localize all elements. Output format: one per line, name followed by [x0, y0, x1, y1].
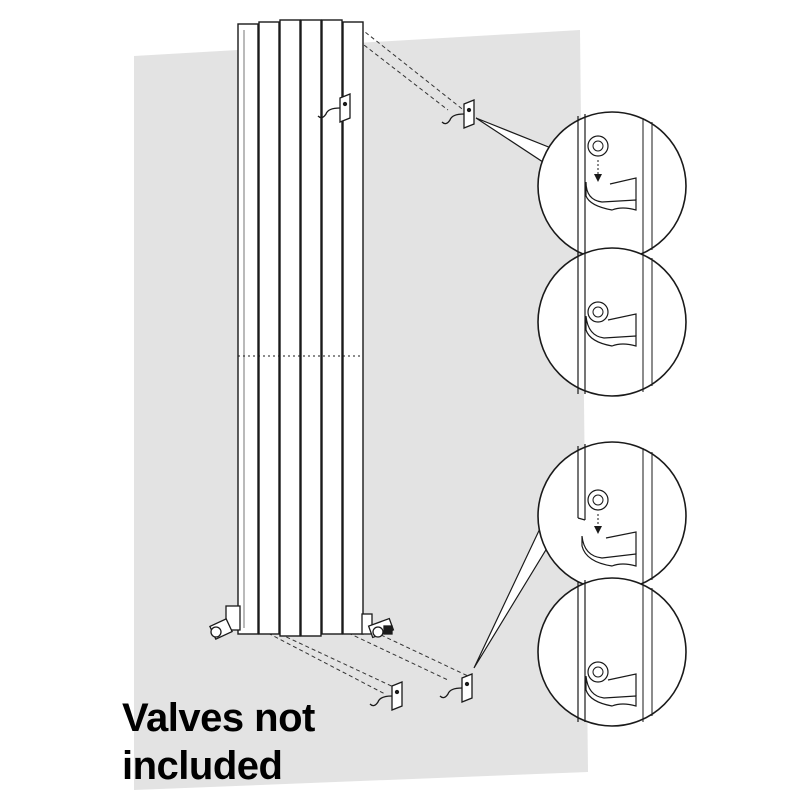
radiator-column-2: [258, 21, 280, 635]
radiator-column-4: [300, 19, 322, 637]
detail-circle-4: [537, 577, 687, 727]
radiator-column-6: [342, 21, 364, 635]
radiator-column-1: [237, 23, 259, 635]
valves-note-line-2: included: [122, 744, 283, 788]
detail-circle-2: [537, 247, 687, 397]
bracket-icon: [439, 673, 473, 703]
detail-circle-3: [537, 441, 687, 591]
radiator-column-3: [279, 19, 301, 637]
bracket-icon: [369, 681, 403, 711]
valves-note-line-1: Valves not: [122, 696, 315, 740]
valve-right: [361, 613, 395, 639]
bracket-icon: [441, 99, 475, 129]
alignment-lines-bottom: [261, 625, 469, 695]
bracket-icon: [317, 93, 351, 123]
radiator-column-5: [321, 19, 343, 635]
detail-circle-1: [537, 111, 687, 261]
valves-note: Valves not included: [122, 694, 315, 790]
radiator: [237, 19, 364, 637]
valve-left: [209, 605, 241, 641]
